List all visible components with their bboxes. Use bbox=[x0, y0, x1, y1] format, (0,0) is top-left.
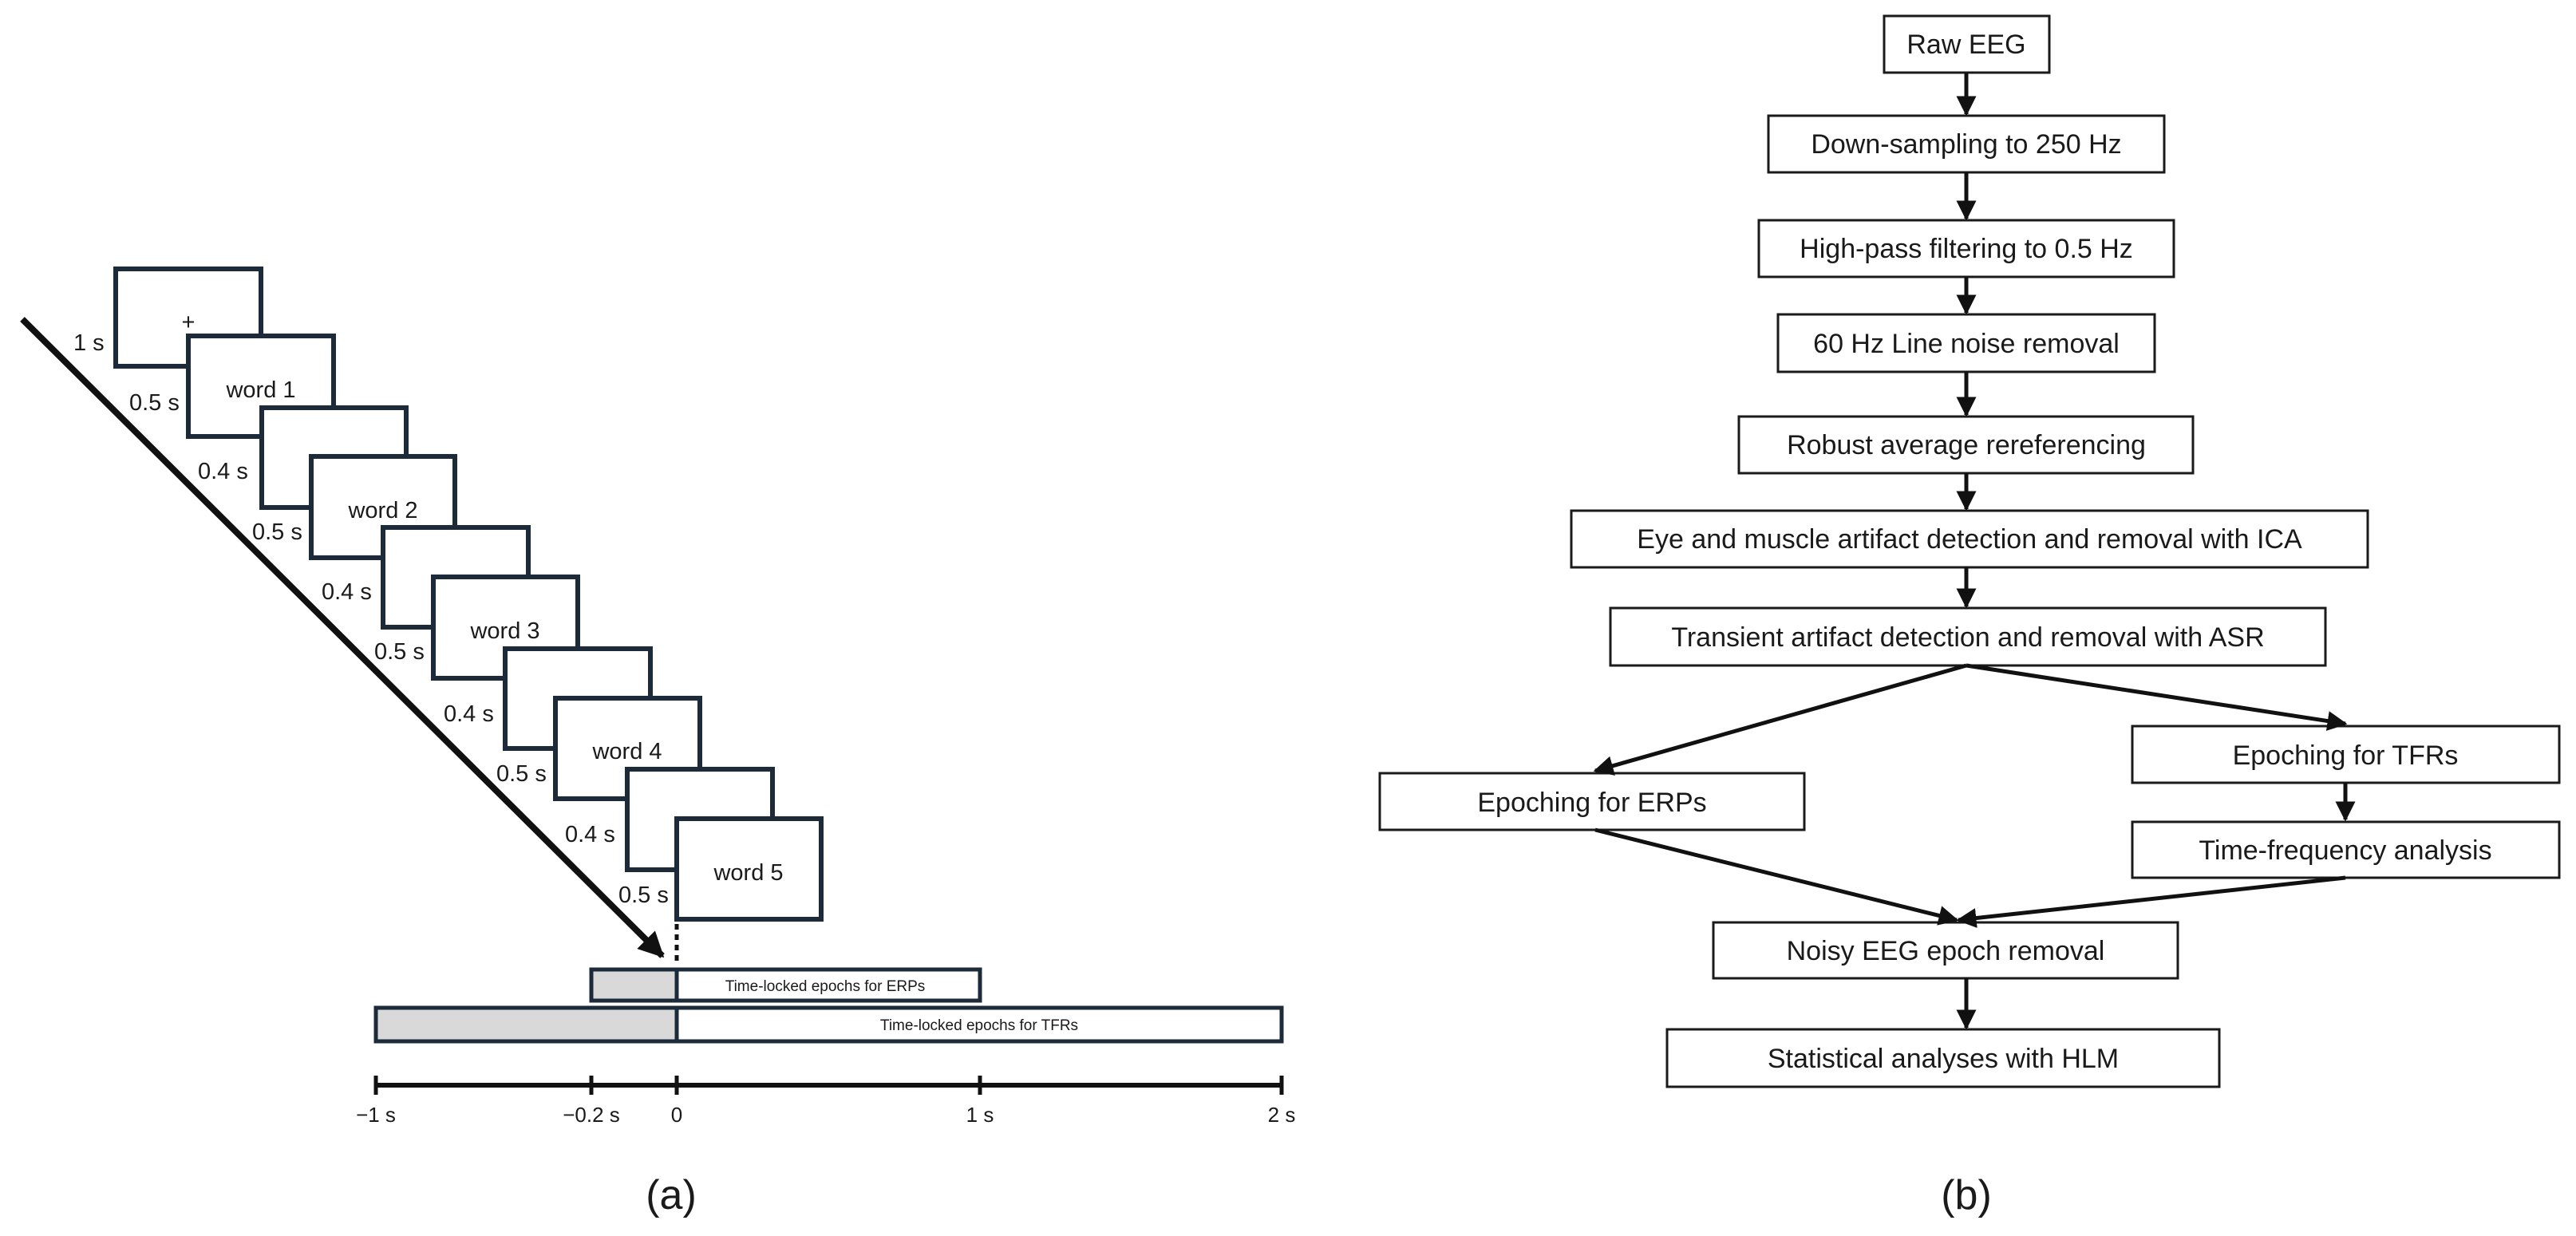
step-time-frequency bbox=[2131, 820, 2561, 879]
step-label: Down-sampling to 250 Hz bbox=[1811, 129, 2121, 160]
stimulus-sequence: + word 1 word 2 word 3 word 4 word 5 bbox=[113, 267, 824, 922]
stim-word-2: word 2 bbox=[347, 498, 417, 523]
panel-b: Raw EEG Down-sampling to 250 Hz High-pas… bbox=[1378, 14, 2561, 1218]
timeline-tick-label: 0 bbox=[671, 1103, 682, 1127]
durations: 1 s 0.5 s 0.4 s 0.5 s 0.4 s 0.5 s 0.4 s … bbox=[73, 330, 669, 908]
step-hlm bbox=[1665, 1028, 2221, 1088]
step-label: Epoching for ERPs bbox=[1477, 788, 1706, 818]
step-downsampling bbox=[1767, 114, 2166, 174]
panel-a: + word 1 word 2 word 3 word 4 word 5 1 s… bbox=[20, 267, 1295, 1218]
duration-label: 0.5 s bbox=[374, 639, 425, 665]
fixation-cross: + bbox=[182, 310, 196, 335]
stim-word-1: word 1 bbox=[225, 377, 295, 403]
timeline-tick-label: −0.2 s bbox=[563, 1103, 620, 1127]
step-label: Noisy EEG epoch removal bbox=[1787, 936, 2105, 966]
step-ica bbox=[1570, 509, 2369, 569]
duration-label: 0.5 s bbox=[252, 519, 302, 545]
step-noisy-epoch bbox=[1712, 921, 2179, 980]
step-label: Statistical analyses with HLM bbox=[1768, 1044, 2119, 1074]
epoch-bars: Time-locked epochs for ERPs Time-locked … bbox=[373, 967, 1284, 1044]
step-label: 60 Hz Line noise removal bbox=[1813, 329, 2120, 359]
step-label: High-pass filtering to 0.5 Hz bbox=[1800, 234, 2133, 264]
step-label: Time-frequency analysis bbox=[2199, 835, 2491, 866]
step-label: Transient artifact detection and removal… bbox=[1671, 622, 2264, 653]
time-arrow bbox=[20, 317, 665, 958]
step-line-noise bbox=[1776, 313, 2156, 373]
flow-arrow bbox=[1956, 875, 2346, 928]
step-label: Eye and muscle artifact detection and re… bbox=[1637, 524, 2302, 555]
duration-label: 0.4 s bbox=[565, 822, 615, 847]
stim-word-4: word 4 bbox=[591, 739, 662, 764]
step-label: Epoching for TFRs bbox=[2233, 740, 2459, 771]
flow-arrows bbox=[1593, 73, 2356, 1030]
tfr-epoch-window bbox=[674, 1005, 1284, 1044]
tfr-epoch-baseline bbox=[373, 1005, 679, 1044]
duration-label: 1 s bbox=[73, 330, 105, 356]
timeline: −1 s −0.2 s 0 1 s 2 s bbox=[356, 1076, 1295, 1127]
stim-word-5: word 5 bbox=[713, 860, 783, 886]
duration-label: 0.4 s bbox=[322, 579, 372, 605]
timeline-tick-label: 1 s bbox=[966, 1103, 994, 1127]
tfr-epoch-label: Time-locked epochs for TFRs bbox=[880, 1017, 1078, 1034]
duration-label: 0.5 s bbox=[496, 761, 547, 787]
erp-epoch-baseline bbox=[589, 967, 679, 1003]
timeline-tick-label: 2 s bbox=[1268, 1103, 1296, 1127]
panel-b-caption: (b) bbox=[1941, 1172, 1992, 1218]
duration-label: 0.5 s bbox=[618, 883, 669, 908]
step-label: Robust average rereferencing bbox=[1787, 430, 2146, 460]
duration-label: 0.5 s bbox=[129, 390, 180, 416]
flow-arrow bbox=[1966, 663, 2348, 731]
flow-arrow bbox=[1594, 827, 1959, 926]
flow-arrow bbox=[1593, 663, 1967, 776]
step-label: Raw EEG bbox=[1906, 30, 2025, 60]
stim-word-3: word 3 bbox=[469, 618, 539, 644]
step-epoch-tfr bbox=[2131, 725, 2561, 784]
erp-epoch-window bbox=[674, 967, 982, 1003]
erp-epoch-label: Time-locked epochs for ERPs bbox=[725, 978, 926, 995]
stim-screen-word-5 bbox=[674, 816, 824, 922]
timeline-tick-label: −1 s bbox=[356, 1103, 396, 1127]
step-epoch-erp bbox=[1378, 772, 1806, 831]
duration-label: 0.4 s bbox=[198, 459, 248, 484]
panel-a-caption: (a) bbox=[646, 1172, 697, 1218]
duration-label: 0.4 s bbox=[444, 701, 494, 727]
